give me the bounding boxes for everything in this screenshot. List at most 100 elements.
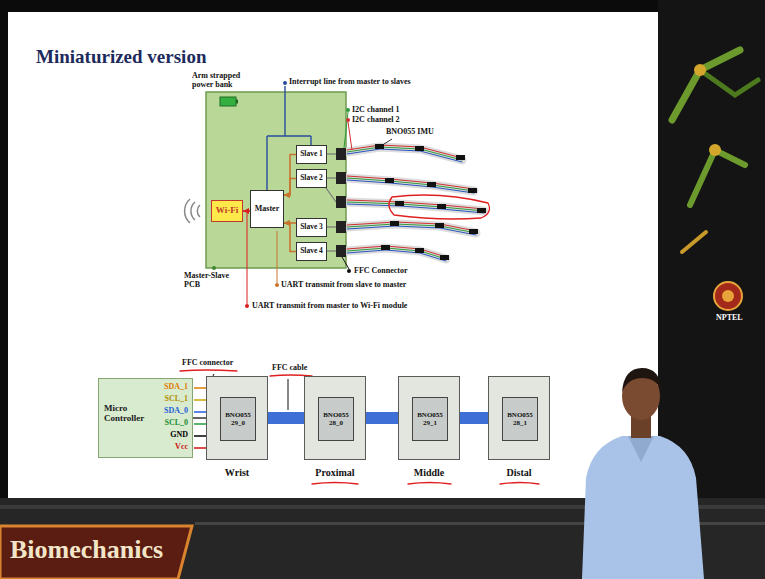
- pcb-board: Master-Slave PCBWi-FiMasterSlave 1Slave …: [206, 92, 346, 268]
- leader-line: [346, 108, 350, 112]
- imu-sensor: [385, 178, 394, 183]
- pcb-board: [206, 92, 346, 268]
- pin-label: SCL_0: [164, 419, 188, 428]
- slide-panel: [8, 12, 658, 498]
- annotation-mark: [408, 483, 451, 485]
- presenter: [582, 368, 704, 579]
- imu-chip: BNO05529_1: [412, 397, 448, 441]
- imu-sensor: [435, 223, 444, 228]
- finger-wire: [347, 202, 484, 211]
- finger-wire: [347, 248, 446, 259]
- callout-label: FFC connector: [182, 359, 233, 368]
- side-panel: [658, 0, 765, 498]
- pcb-board: [206, 92, 346, 268]
- microcontroller-board: Micro ControllerSDA_1SCL_1SDA_0SCL_0GNDV…: [98, 378, 193, 458]
- finger-wire: [347, 180, 474, 193]
- leader-line: [288, 379, 289, 410]
- finger-wire: [347, 147, 462, 160]
- uart-line: [284, 155, 296, 196]
- finger-wire: [347, 145, 484, 261]
- board-trace: [326, 250, 336, 251]
- leader-line: [384, 139, 392, 144]
- uart-line: [284, 223, 296, 252]
- leader-line: [283, 81, 287, 85]
- wifi-module: Wi-Fi: [211, 200, 243, 222]
- ffc-connector: [336, 172, 346, 184]
- pin-wire: [194, 399, 206, 401]
- board-label: Wrist: [225, 467, 249, 478]
- side-panel: [694, 64, 706, 76]
- interrupt-line: [284, 86, 285, 136]
- bottom-bar: [0, 526, 192, 579]
- imu-sensor: [469, 229, 478, 234]
- imu-board: DistalBNO05528_1: [488, 376, 550, 460]
- leader-line: [346, 118, 350, 122]
- board-label: Middle: [414, 467, 445, 478]
- imu-sensor: [381, 245, 390, 250]
- uart-line: [284, 220, 296, 252]
- slave-chip: Slave 4: [296, 242, 327, 261]
- side-panel: [672, 50, 740, 120]
- ffc-connector: [336, 221, 346, 233]
- uart-line: [284, 155, 296, 199]
- pin-label: Vcc: [175, 443, 188, 452]
- callout-label: BNO055 IMU: [386, 128, 434, 137]
- ffc-cable: [460, 412, 488, 424]
- pin-wire: [194, 423, 206, 425]
- finger-wire: [347, 149, 462, 162]
- arrow-head: [284, 220, 290, 226]
- master-chip: Master: [250, 190, 284, 228]
- pin-wire: [194, 387, 206, 389]
- ffc-cable: [366, 412, 398, 424]
- chip-label: 28_1: [513, 419, 527, 427]
- arrow-head: [284, 192, 290, 198]
- callout-label: UART transmit from slave to master: [281, 281, 406, 290]
- side-panel: [690, 150, 745, 205]
- chip-label: BNO055: [225, 411, 251, 419]
- wire-line: [193, 418, 206, 419]
- box-label: Slave 1: [300, 150, 323, 158]
- imu-sensor: [375, 144, 384, 149]
- wire-line: [193, 417, 206, 419]
- ffc-cable: [366, 418, 398, 419]
- board-trace: [326, 177, 336, 178]
- arrow-head: [284, 220, 290, 226]
- interrupt-line: [266, 136, 267, 190]
- annotation-mark: [500, 483, 539, 485]
- leader-line: [208, 81, 392, 410]
- side-panel: [658, 0, 765, 498]
- nptel-logo: [714, 282, 742, 310]
- nptel-logo: [714, 282, 742, 310]
- callout-label: I2C channel 2: [352, 116, 400, 125]
- callout-label: FFC Connector: [354, 267, 408, 276]
- leader-line: [344, 112, 348, 148]
- imu-chip: BNO05529_0: [220, 397, 256, 441]
- pin-label: GND: [170, 431, 188, 440]
- imu-chip: BNO05528_0: [318, 397, 354, 441]
- box-label: Slave 3: [300, 223, 323, 231]
- ffc-connector: [336, 148, 346, 160]
- board-label: Micro Controller: [104, 403, 154, 424]
- imu-sensor: [440, 255, 449, 260]
- box-label: Master: [255, 205, 279, 214]
- arrow-head: [284, 192, 290, 198]
- presenter: [622, 368, 661, 392]
- leader-line: [277, 231, 278, 283]
- callout-label: I2C channel 1: [352, 106, 400, 115]
- box-label: Slave 4: [300, 247, 323, 255]
- pin-label: SCL_1: [164, 395, 188, 404]
- pin-wire: [194, 435, 206, 437]
- finger-wire: [347, 248, 446, 259]
- ffc-connector: [336, 245, 346, 257]
- ffc-cable: [268, 418, 304, 419]
- leader-line: [348, 122, 352, 150]
- imu-sensor: [395, 201, 404, 206]
- callout-label: FFC cable: [272, 364, 307, 373]
- presenter: [582, 436, 704, 579]
- chip-label: BNO055: [323, 411, 349, 419]
- interrupt-line: [267, 135, 311, 136]
- imu-sensor: [390, 221, 399, 226]
- annotation-mark: [180, 370, 237, 371]
- imu-sensor: [456, 155, 465, 160]
